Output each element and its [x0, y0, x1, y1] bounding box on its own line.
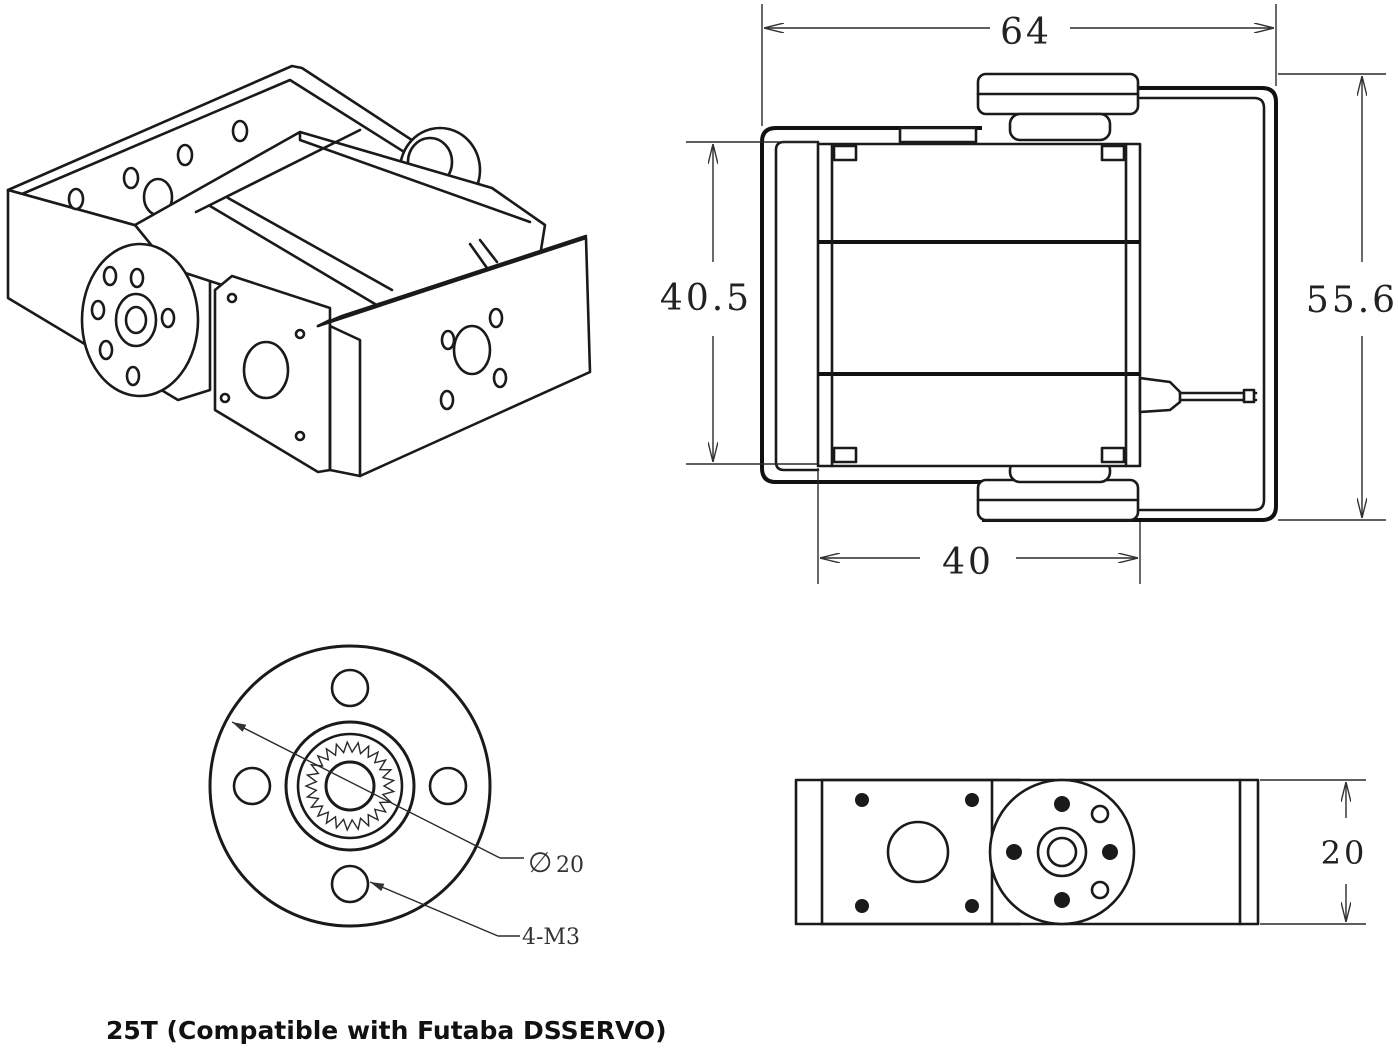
- screw-dot: [965, 793, 979, 807]
- dim-side-height-label: 20: [1321, 834, 1368, 872]
- bracket-front-inner: [328, 324, 362, 478]
- dim-diameter-label: 20: [556, 853, 584, 878]
- servo-corner: [1100, 144, 1126, 162]
- front-wall-hole: [452, 324, 492, 376]
- bracket-hole: [122, 166, 140, 190]
- front-wall-hole-small: [492, 367, 508, 389]
- bracket-front-top: [316, 234, 588, 328]
- horn-mount-hole: [330, 668, 370, 708]
- front-wall-hole-small: [439, 389, 455, 411]
- horn-spline-outer: [296, 732, 404, 840]
- cable-exit: [1138, 376, 1182, 414]
- dim-height-right-label: 55.6: [1306, 280, 1398, 321]
- horn-hole: [1090, 880, 1110, 900]
- horn-mount-hole: [428, 766, 468, 806]
- servo-top-band: [226, 196, 394, 292]
- front-horn-hub: [124, 305, 148, 335]
- servo-body: [816, 142, 1142, 468]
- front-wall-hole-small: [440, 329, 456, 351]
- diameter-leader: [231, 721, 501, 859]
- front-wall-hole-small: [488, 307, 504, 329]
- top-view: 64 40.5 55.6 40: [660, 4, 1398, 584]
- side-view: 20: [794, 778, 1368, 926]
- horn-mount-hole: [232, 766, 272, 806]
- servo-top-band: [194, 128, 362, 214]
- caption: 25T (Compatible with Futaba DSSERVO): [106, 1016, 667, 1045]
- screw-dot: [219, 392, 231, 404]
- side-plate-hole: [242, 340, 290, 400]
- horn-hole: [102, 265, 118, 287]
- diameter-symbol: ∅: [528, 846, 552, 879]
- servo-edge: [298, 130, 532, 224]
- side-horn-flat: [990, 778, 1022, 926]
- horn-hole: [1102, 844, 1118, 860]
- side-plate-hole: [886, 820, 950, 884]
- horn-hole: [1054, 796, 1070, 812]
- horn-hole: [1090, 804, 1110, 824]
- horn-outer-circle: [208, 644, 492, 928]
- dim-holes-label: 4-M3: [522, 925, 580, 950]
- bracket-left-frame: [760, 126, 982, 484]
- dim-width-label: 64: [1000, 12, 1052, 53]
- horn-hole: [1006, 844, 1022, 860]
- screw-dot: [965, 899, 979, 913]
- horn-hole: [129, 267, 145, 289]
- servo-corner: [1100, 446, 1126, 464]
- bracket-left-inner: [774, 140, 820, 472]
- horn-ring: [284, 720, 416, 852]
- horn-hole: [98, 339, 114, 361]
- screw-dot: [294, 328, 306, 340]
- horn-hole: [90, 299, 106, 321]
- horn-bore: [324, 760, 376, 812]
- top-spline: [1008, 112, 1112, 142]
- screw-dot: [855, 793, 869, 807]
- top-tab: [898, 126, 978, 144]
- horn-mount-hole: [330, 864, 370, 904]
- spline-tooth-profile: [304, 740, 396, 832]
- bracket-frame-inner: [1138, 96, 1266, 512]
- bracket-hole: [231, 119, 249, 143]
- cable-end: [1242, 388, 1256, 404]
- screw-dot: [226, 292, 238, 304]
- horn-hole: [160, 307, 176, 329]
- isometric-view: [6, 64, 592, 478]
- bracket-frame-outer: [982, 86, 1278, 522]
- holes-leader: [369, 881, 499, 937]
- servo-top-band: [478, 238, 499, 264]
- horn-view: ∅ 20 4-M3: [208, 644, 584, 950]
- bracket-hole: [67, 187, 85, 211]
- technical-drawing: 64 40.5 55.6 40: [6, 4, 1398, 950]
- servo-corner: [832, 144, 858, 162]
- dim-height-left-label: 40.5: [660, 278, 752, 319]
- servo-top-band: [208, 204, 377, 306]
- horn-hole: [1054, 892, 1070, 908]
- servo-top-band: [468, 242, 489, 270]
- horn-hole: [125, 365, 141, 387]
- screw-dot: [855, 899, 869, 913]
- servo-corner: [832, 446, 858, 464]
- side-horn-hub: [1046, 836, 1078, 868]
- horn-spline-teeth: [304, 740, 396, 832]
- dim-body-width-label: 40: [942, 542, 994, 583]
- screw-dot: [294, 430, 306, 442]
- bracket-hole: [176, 143, 194, 167]
